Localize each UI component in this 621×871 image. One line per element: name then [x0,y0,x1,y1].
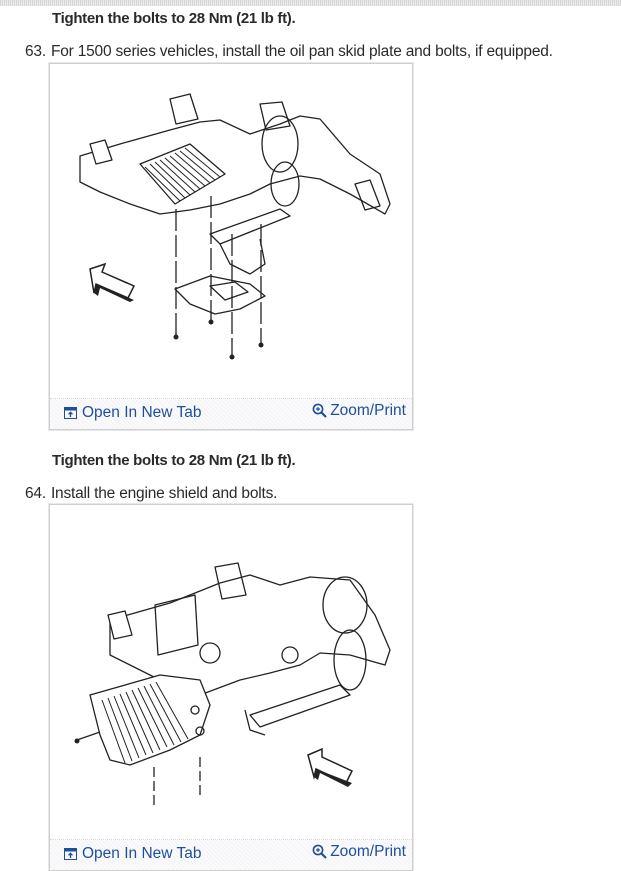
torque-note: Tighten the bolts to 28 Nm (21 lb ft). [52,452,296,469]
zoom-print-link[interactable]: Zoom/Print [312,843,406,861]
magnifier-plus-icon [312,403,328,419]
diagram-engine-shield[interactable] [50,505,412,840]
figure-footer: Open In New Tab Zoom/Print [50,399,412,429]
skid-plate-diagram-svg [79,93,391,360]
top-divider-band [0,0,621,6]
zoom-print-link[interactable]: Zoom/Print [312,402,406,420]
figure-footer: Open In New Tab Zoom/Print [50,840,412,870]
open-new-tab-icon [64,848,77,860]
engine-shield-diagram-svg [74,562,391,805]
figure-engine-shield: Open In New Tab Zoom/Print [49,504,413,871]
figure-skid-plate: Open In New Tab Zoom/Print [49,63,413,430]
step-text: Install the engine shield and bolts. [50,485,278,502]
step-64: 64.Install the engine shield and bolts. [25,485,277,503]
step-63: 63.For 1500 series vehicles, install the… [25,43,553,61]
open-in-new-tab-label: Open In New Tab [82,845,202,862]
open-in-new-tab-link[interactable]: Open In New Tab [64,845,201,863]
zoom-print-label: Zoom/Print [330,402,406,419]
step-number: 64. [25,485,46,502]
step-number: 63. [25,43,46,60]
open-new-tab-icon [64,407,77,419]
magnifier-plus-icon [312,844,328,860]
open-in-new-tab-label: Open In New Tab [82,404,202,421]
open-in-new-tab-link[interactable]: Open In New Tab [64,404,201,422]
zoom-print-label: Zoom/Print [330,843,406,860]
torque-note: Tighten the bolts to 28 Nm (21 lb ft). [52,10,296,27]
diagram-skid-plate[interactable] [50,64,412,399]
direction-arrow-icon [89,262,136,299]
step-text: For 1500 series vehicles, install the oi… [50,43,553,60]
